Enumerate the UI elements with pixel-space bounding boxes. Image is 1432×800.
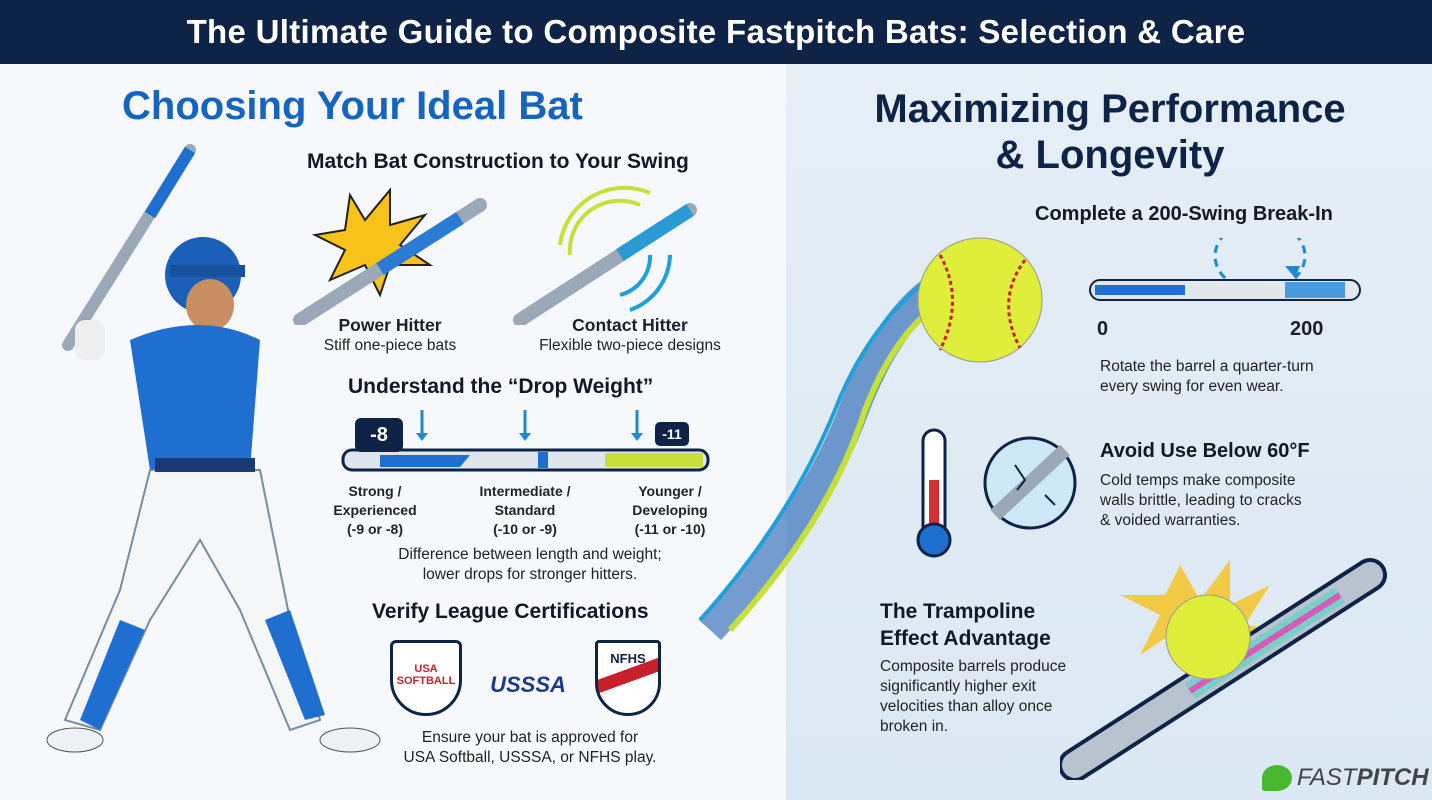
cold-note-line: & voided warranties. [1100,512,1241,529]
level-line: Experienced [333,502,417,518]
level-line: Intermediate / [479,483,571,499]
drop-level-younger: Younger / Developing (-11 or -10) [615,482,725,539]
cert-note-line: Ensure your bat is approved for [421,729,639,746]
thermometer-icon [916,428,1077,558]
cold-note-line: Cold temps make composite [1100,472,1296,489]
right-heading-line: & Longevity [995,133,1225,177]
construction-heading: Match Bat Construction to Your Swing [307,150,689,173]
weight-high-badge: -8 [355,418,403,452]
right-heading-line: Maximizing Performance [874,87,1346,131]
level-line: Standard [494,502,556,518]
usa-softball-logo: USA SOFTBALL [390,640,462,716]
level-line: Strong / [348,483,402,499]
trampoline-heading-line: Effect Advantage [880,627,1051,650]
cold-heading: Avoid Use Below 60°F [1100,440,1310,462]
power-hitter: Power Hitter Stiff one-piece bats [310,315,470,356]
breakin-bat-illustration [1089,238,1361,301]
breakin-heading: Complete a 200-Swing Break-In [1035,203,1333,225]
trampoline-note: Composite barrels produce significantly h… [880,657,1066,737]
brand-part: PITCH [1356,764,1429,791]
trampoline-note-line: Composite barrels produce [880,658,1067,675]
level-line: Younger / [638,483,702,499]
drop-note-line: Difference between length and weight; [398,546,662,563]
cert-note-line: USA Softball, USSSA, or NFHS play. [403,749,657,766]
brand-part: FAST [1297,764,1357,791]
power-hitter-title: Power Hitter [338,315,442,335]
left-heading: Choosing Your Ideal Bat [122,84,583,128]
breakin-end: 200 [1290,318,1324,340]
trampoline-note-line: velocities than alloy once [880,698,1053,715]
contact-bat-icon [513,185,697,325]
level-line: Developing [632,502,708,518]
drop-level-intermediate: Intermediate / Standard (-10 or -9) [460,482,590,539]
trampoline-note-line: broken in. [880,718,949,735]
title-bar: The Ultimate Guide to Composite Fastpitc… [0,0,1432,64]
breakin-note: Rotate the barrel a quarter-turn every sw… [1100,357,1314,397]
contact-hitter: Contact Hitter Flexible two-piece design… [520,315,740,356]
drop-heading: Understand the “Drop Weight” [348,375,654,398]
drop-level-strong: Strong / Experienced (-9 or -8) [320,482,430,539]
power-hitter-desc: Stiff one-piece bats [323,337,457,354]
drop-note: Difference between length and weight; low… [340,545,720,585]
cold-note-line: walls brittle, leading to cracks [1100,492,1302,509]
drop-note-line: lower drops for stronger hitters. [422,566,638,583]
fastpitch-logo-icon [1262,765,1292,791]
breakin-note-line: Rotate the barrel a quarter-turn [1100,358,1314,375]
weight-low-badge: -11 [655,422,689,446]
usssa-logo: USSSA [490,672,566,697]
ball-motion-illustration [698,237,1043,640]
level-line: (-11 or -10) [634,521,706,537]
right-heading: Maximizing Performance & Longevity [800,86,1420,178]
trampoline-heading-line: The Trampoline [880,600,1036,623]
fastpitch-logo: FASTPITCH [1297,764,1429,792]
breakin-start: 0 [1097,318,1109,340]
drop-bat-illustration [341,410,710,472]
trampoline-bat-illustration [1060,558,1387,780]
right-panel [786,64,1432,800]
contact-hitter-title: Contact Hitter [572,315,688,335]
level-line: (-10 or -9) [493,521,557,537]
cert-heading: Verify League Certifications [372,600,649,623]
nfhs-logo: NFHS [595,640,661,716]
power-bat-icon [293,187,487,325]
trampoline-note-line: significantly higher exit [880,678,1036,695]
cold-note: Cold temps make composite walls brittle, … [1100,471,1302,531]
breakin-note-line: every swing for even wear. [1100,378,1284,395]
batter-illustration [46,144,381,753]
level-line: (-9 or -8) [347,521,403,537]
contact-hitter-desc: Flexible two-piece designs [539,337,721,354]
